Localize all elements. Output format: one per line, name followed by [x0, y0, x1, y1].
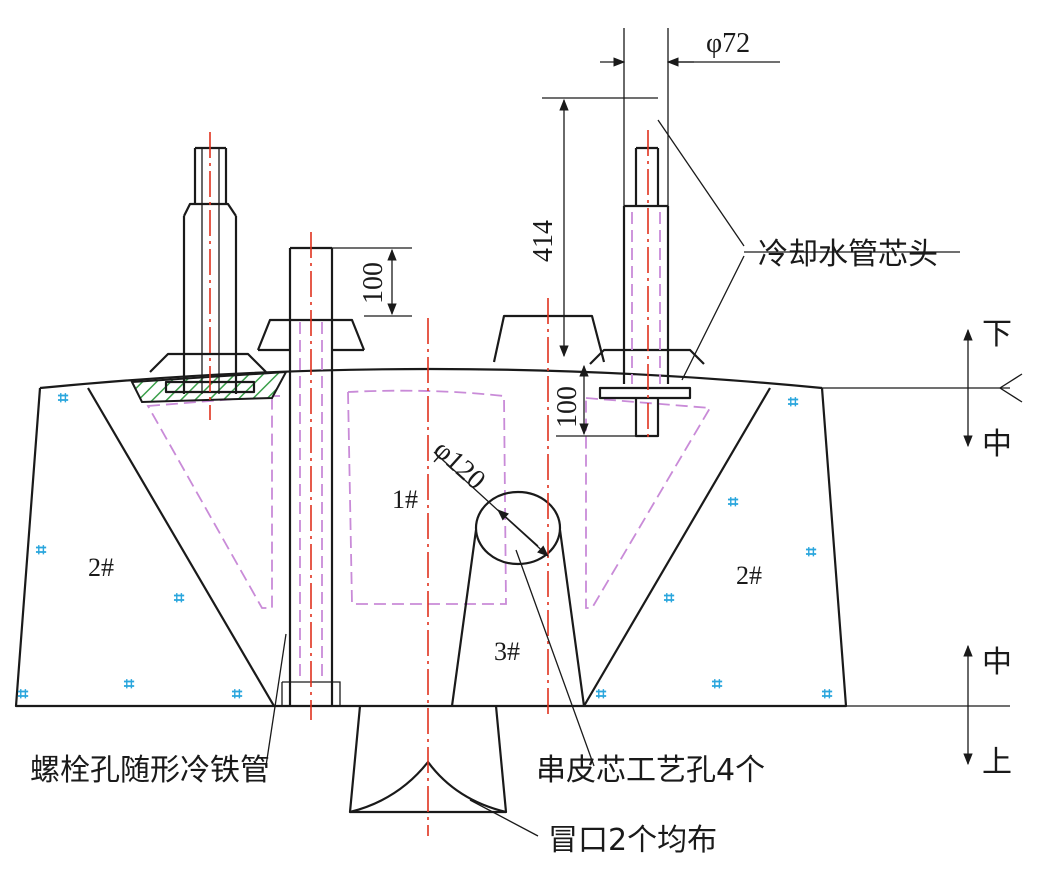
- dir-mid-bottom-label: 中: [982, 645, 1012, 680]
- label-cooling-core: 冷却水管芯头: [758, 237, 938, 272]
- left-cooling-core: [149, 146, 267, 394]
- dimension-h100-right: 100: [552, 364, 636, 437]
- sand-mark: ⌗: [123, 674, 135, 695]
- sand-mark: ⌗: [173, 588, 185, 609]
- zone-1-label: 1#: [392, 485, 418, 514]
- sand-mark: ⌗: [727, 492, 739, 513]
- parting-lines: [822, 328, 1023, 766]
- dimension-d72: φ72: [600, 28, 780, 206]
- right-pad: [492, 314, 606, 363]
- right-cooling-core: [589, 146, 705, 438]
- label-riser: 冒口2个均布: [548, 823, 717, 858]
- dimension-d120: φ120: [427, 434, 549, 557]
- dimension-h100-left: 100: [332, 247, 412, 317]
- core-outline-dashed: [146, 389, 712, 609]
- dim-h414-text: 414: [528, 220, 559, 262]
- dim-h100-right-text: 100: [552, 386, 583, 428]
- sand-mark: ⌗: [17, 684, 29, 705]
- sand-mark: ⌗: [711, 674, 723, 695]
- sand-mark: ⌗: [663, 588, 675, 609]
- dimension-h414: 414: [528, 97, 658, 358]
- zone-3-label: 3#: [494, 637, 520, 666]
- sand-mark: ⌗: [35, 540, 47, 561]
- dir-up-label: 上: [982, 745, 1012, 780]
- sand-mark: ⌗: [57, 388, 69, 409]
- sand-mark: ⌗: [821, 684, 833, 705]
- casting-body: [14, 367, 848, 708]
- dir-mid-top-label: 中: [982, 427, 1012, 462]
- label-core-holes: 串皮芯工艺孔4个: [536, 753, 765, 788]
- hatched-chill: [130, 370, 288, 404]
- sand-mark: ⌗: [787, 392, 799, 413]
- sand-mark: ⌗: [805, 542, 817, 563]
- core-3: [450, 490, 586, 707]
- zone-2-left-label: 2#: [88, 553, 114, 582]
- sand-mark: ⌗: [595, 684, 607, 705]
- dim-d72-text: φ72: [706, 28, 750, 59]
- leader-lines: [265, 119, 960, 837]
- zone-2-right-label: 2#: [736, 561, 762, 590]
- label-bolt-pipe: 螺栓孔随形冷铁管: [30, 753, 270, 788]
- dir-down-label: 下: [982, 317, 1012, 352]
- centerlines: [209, 130, 649, 836]
- sand-mark: ⌗: [231, 684, 243, 705]
- sand-marks: ⌗ ⌗ ⌗ ⌗ ⌗ ⌗ ⌗ ⌗ ⌗ ⌗ ⌗ ⌗ ⌗: [17, 388, 833, 705]
- dim-d120-text: φ120: [427, 434, 491, 496]
- dim-h100-left-text: 100: [358, 262, 389, 304]
